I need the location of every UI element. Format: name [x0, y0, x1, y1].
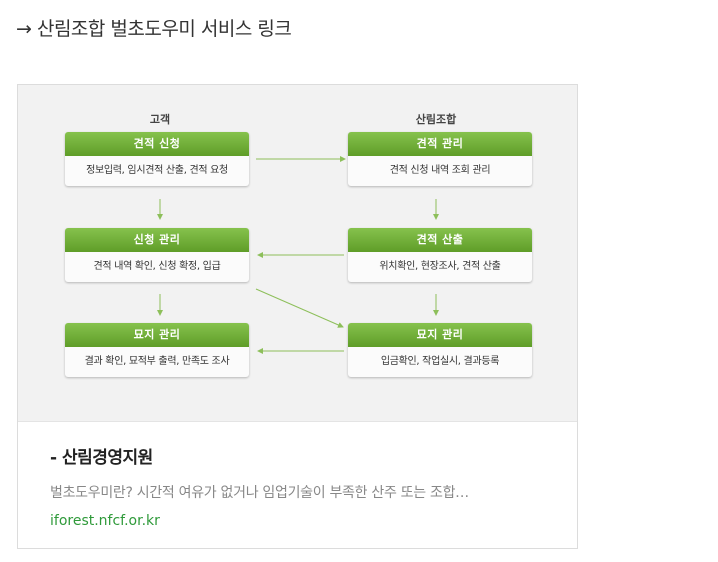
box-estimate-request: 견적 신청 정보입력, 임시견적 산출, 견적 요청 [65, 132, 249, 186]
box-title: 견적 관리 [348, 132, 532, 156]
box-estimate-calc: 견적 산출 위치확인, 현장조사, 견적 산출 [348, 228, 532, 282]
link-preview-card[interactable]: 고객 산림조합 견적 신청 정보입력, 임시견적 산출, 견적 요청 견적 관리… [17, 84, 578, 549]
link-url[interactable]: iforest.nfcf.or.kr [50, 513, 160, 529]
cooperative-column-label: 산림조합 [415, 113, 457, 126]
box-body: 입금확인, 작업실시, 결과등록 [380, 356, 500, 367]
flow-arrows [157, 156, 439, 354]
box-grave-manage-customer: 묘지 관리 결과 확인, 묘적부 출력, 만족도 조사 [65, 323, 249, 377]
box-body: 위치확인, 현장조사, 견적 산출 [379, 261, 501, 272]
box-title: 견적 산출 [348, 228, 532, 252]
link-info: - 산림경영지원 벌초도우미란? 시간적 여유가 없거나 임업기술이 부족한 산… [50, 443, 560, 529]
box-title: 견적 신청 [65, 132, 249, 156]
arrow-request-to-grave [255, 288, 344, 328]
box-body: 견적 내역 확인, 신청 확정, 입급 [93, 261, 221, 272]
service-flow-diagram: 고객 산림조합 견적 신청 정보입력, 임시견적 산출, 견적 요청 견적 관리… [18, 85, 577, 422]
link-description: 벌초도우미란? 시간적 여유가 없거나 임업기술이 부족한 산주 또는 조합… [50, 485, 469, 501]
box-grave-manage-coop: 묘지 관리 입금확인, 작업실시, 결과등록 [348, 323, 532, 377]
box-body: 정보입력, 임시견적 산출, 견적 요청 [86, 165, 228, 176]
box-title: 신청 관리 [65, 228, 249, 252]
section-heading: → 산림조합 벌초도우미 서비스 링크 [16, 18, 292, 40]
box-title: 묘지 관리 [65, 323, 249, 347]
link-title[interactable]: - 산림경영지원 [50, 448, 153, 468]
customer-column-label: 고객 [149, 113, 171, 126]
box-body: 견적 신청 내역 조회 관리 [389, 165, 491, 176]
box-request-manage: 신청 관리 견적 내역 확인, 신청 확정, 입급 [65, 228, 249, 282]
box-title: 묘지 관리 [348, 323, 532, 347]
box-estimate-manage: 견적 관리 견적 신청 내역 조회 관리 [348, 132, 532, 186]
box-body: 결과 확인, 묘적부 출력, 만족도 조사 [84, 356, 230, 367]
